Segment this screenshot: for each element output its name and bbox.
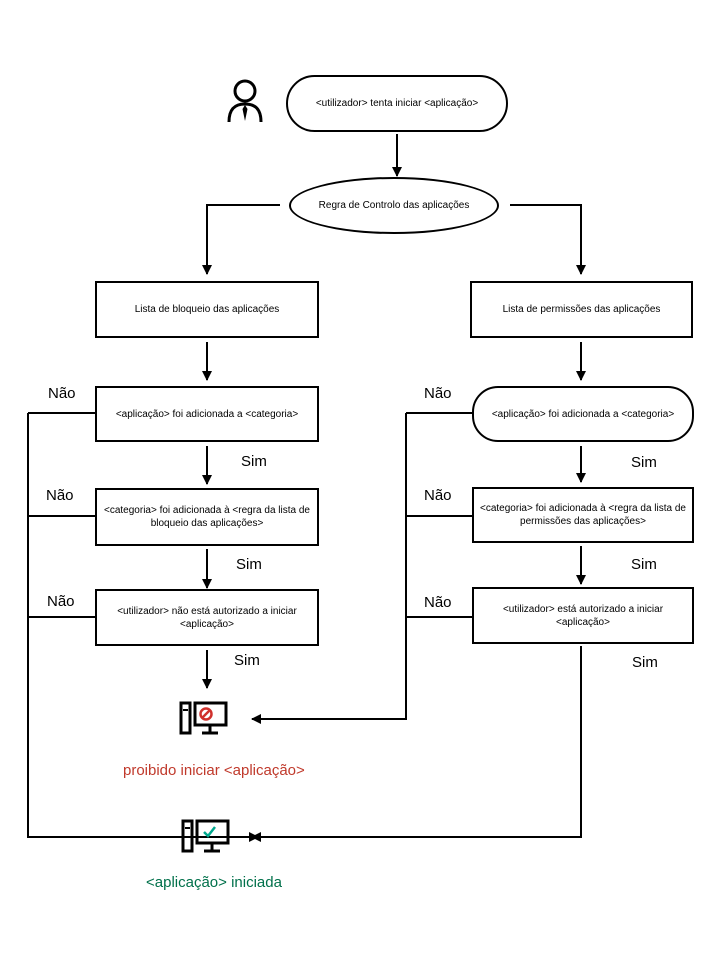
yes-label: Sim	[631, 454, 657, 471]
no-label: Não	[424, 487, 452, 504]
right-app-in-category-node: <aplicação> foi adicionada a <categoria>	[472, 386, 694, 442]
computer-blocked-icon	[179, 701, 228, 735]
start-node: <utilizador> tenta iniciar <aplicação>	[286, 75, 508, 132]
started-outcome-label: <aplicação> iniciada	[146, 874, 282, 891]
yes-label: Sim	[234, 652, 260, 669]
no-label: Não	[424, 594, 452, 611]
yes-label: Sim	[631, 556, 657, 573]
yes-label: Sim	[241, 453, 267, 470]
no-label: Não	[48, 385, 76, 402]
computer-allowed-icon	[181, 819, 230, 853]
no-label: Não	[46, 487, 74, 504]
right-user-authorized-node: <utilizador> está autorizado a iniciar <…	[472, 587, 694, 644]
yes-label: Sim	[632, 654, 658, 671]
user-icon	[227, 79, 263, 123]
no-label: Não	[47, 593, 75, 610]
right-category-in-rule-node: <categoria> foi adicionada à <regra da l…	[472, 487, 694, 543]
allowlist-node: Lista de permissões das aplicações	[470, 281, 693, 338]
blocked-outcome-label: proibido iniciar <aplicação>	[123, 762, 305, 779]
left-user-not-authorized-node: <utilizador> não está autorizado a inici…	[95, 589, 319, 646]
rule-node: Regra de Controlo das aplicações	[289, 177, 499, 234]
yes-label: Sim	[236, 556, 262, 573]
no-label: Não	[424, 385, 452, 402]
left-category-in-rule-node: <categoria> foi adicionada à <regra da l…	[95, 488, 319, 546]
blocklist-node: Lista de bloqueio das aplicações	[95, 281, 319, 338]
left-app-in-category-node: <aplicação> foi adicionada a <categoria>	[95, 386, 319, 442]
